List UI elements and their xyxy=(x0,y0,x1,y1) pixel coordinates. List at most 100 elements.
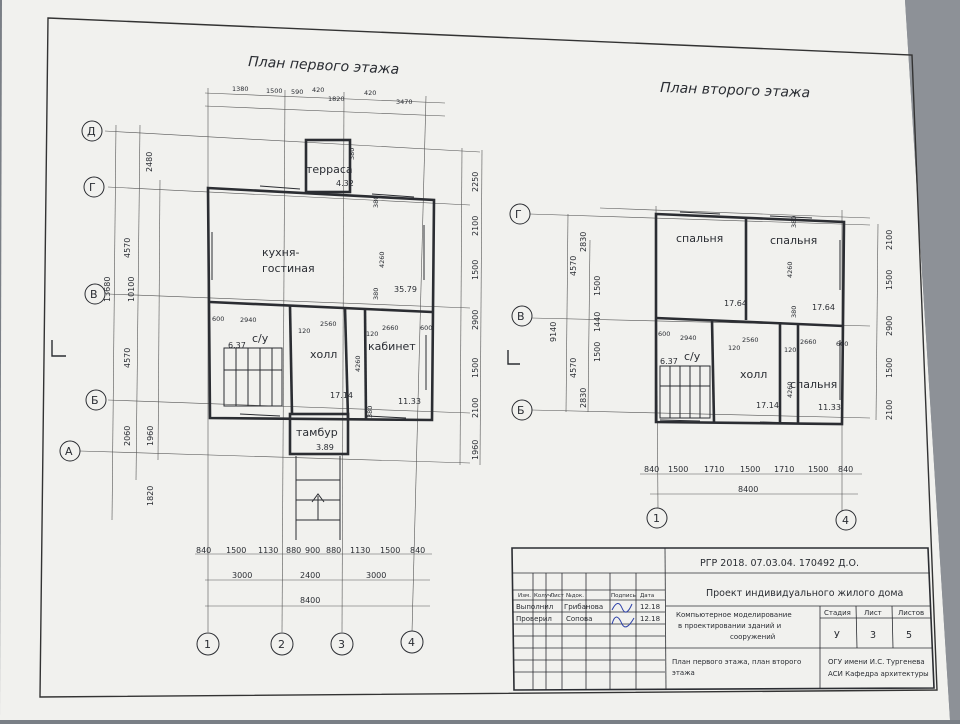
stamp-subject-1: Компьютерное моделирование xyxy=(676,611,792,619)
dim-right: 1500 xyxy=(471,260,480,280)
dim-inner-2: 120 xyxy=(784,346,796,354)
dim-inner: 2940 xyxy=(240,316,257,324)
stamp-sheet-title-1: План первого этажа, план второго xyxy=(672,658,801,666)
room-bedroom-1-area: 17.64 xyxy=(724,299,747,308)
room-kitchen-label-2: гостиная xyxy=(262,262,315,275)
room-bath-label: с/у xyxy=(252,332,269,345)
dim-bottom-2f: 1500 xyxy=(808,465,828,474)
dim-bottom-2f: 840 xyxy=(838,465,853,474)
dim-left-2: 4570 xyxy=(569,256,578,276)
room-terrace-area: 4.32 xyxy=(336,179,354,188)
signature-1 xyxy=(611,603,633,613)
dim-left-outer-2: 9140 xyxy=(549,322,558,342)
dim-right: 2250 xyxy=(471,172,480,192)
dim-inner-2: 2940 xyxy=(680,334,697,342)
room-hall-label-2: холл xyxy=(740,368,767,381)
dim-inner: 380 xyxy=(348,148,356,160)
dim-inner-2: 4260 xyxy=(786,381,794,398)
dim-inner-2: 380 xyxy=(790,216,798,228)
dim-inner: 600 xyxy=(420,324,432,332)
dim-inner: 120 xyxy=(366,330,378,338)
dim-bottom: 880 xyxy=(326,546,341,555)
stamp-code: РГР 2018. 07.03.04. 170492 Д.О. xyxy=(700,558,859,569)
drawing-frame xyxy=(39,17,938,698)
dim-bottom-2f: 1500 xyxy=(740,465,760,474)
stamp-role-1: Выполнил xyxy=(516,603,553,611)
dim-inner: 380 xyxy=(372,196,380,208)
room-cabinet-area: 11.33 xyxy=(398,397,421,406)
dim-inner: 2560 xyxy=(320,320,337,328)
dim-top: 590 xyxy=(291,88,303,96)
stamp-header: Изм. xyxy=(518,593,531,599)
dim-left: 2060 xyxy=(123,426,132,446)
dim-left-2: 2830 xyxy=(579,232,588,252)
plan1-title: План первого этажа xyxy=(248,54,400,78)
room-hall-area: 17.14 xyxy=(330,391,353,400)
dim-inner: 600 xyxy=(212,315,224,323)
axis-col-label-2: 4 xyxy=(842,514,849,527)
dim-bottom: 1130 xyxy=(258,546,278,555)
stamp-name-2: Сопова xyxy=(566,615,592,623)
stamp-role-2: Проверил xyxy=(516,615,552,623)
dim-top: 420 xyxy=(312,86,324,94)
stamp-sheets-label: Листов xyxy=(898,609,924,617)
dim-top: 1380 xyxy=(232,85,249,93)
dim-inner-2: 2560 xyxy=(742,336,759,344)
dim-inner-2: 600 xyxy=(658,330,670,338)
room-bath-area: 6.37 xyxy=(228,341,246,350)
plan2-title: План второго этажа xyxy=(660,80,811,101)
dim-bottom-total-2: 8400 xyxy=(738,485,758,494)
room-kitchen-label-1: кухня- xyxy=(262,246,299,259)
dim-right-2: 2100 xyxy=(885,230,894,250)
room-tambur-label: тамбур xyxy=(296,426,338,439)
dim-inner: 4260 xyxy=(378,251,386,268)
axis-row-label-2: Б xyxy=(517,404,525,417)
dim-inner: 380 xyxy=(366,406,374,418)
dim-left: 2480 xyxy=(145,152,154,172)
dim-bottom-2: 3000 xyxy=(232,571,252,580)
dim-bottom-2f: 1710 xyxy=(704,465,724,474)
stamp-subject-3: сооружений xyxy=(730,633,775,641)
stamp-sheet-label: Лист xyxy=(864,609,882,617)
dim-right-2: 1500 xyxy=(885,270,894,290)
dim-top: 1820 xyxy=(328,95,345,103)
axis-col-label: 2 xyxy=(278,638,285,651)
dim-left: 1820 xyxy=(146,486,155,506)
dim-right: 2900 xyxy=(471,310,480,330)
stamp-org-1: ОГУ имени И.С. Тургенева xyxy=(828,658,925,666)
dim-inner: 2660 xyxy=(382,324,399,332)
dim-top: 3470 xyxy=(396,98,413,106)
section-marker xyxy=(51,340,66,357)
room-hall-label: холл xyxy=(310,348,337,361)
stamp-header: Дата xyxy=(640,593,654,599)
section-marker-2 xyxy=(507,350,520,365)
dim-top: 1500 xyxy=(266,87,283,95)
axis-col-label: 4 xyxy=(408,636,415,649)
axis-col-label: 1 xyxy=(204,638,211,651)
dim-bottom: 840 xyxy=(410,546,425,555)
stamp-header: Лист xyxy=(550,593,565,599)
stamp-date-1: 12.18 xyxy=(640,603,660,611)
axis-row-label: Д xyxy=(87,125,96,138)
room-bath-label-2: с/у xyxy=(684,350,701,363)
dim-inner-2: 600 xyxy=(836,340,848,348)
room-bedroom-2-label: спальня xyxy=(770,234,817,247)
stamp-project: Проект индивидуального жилого дома xyxy=(706,588,903,599)
stamp-stage-label: Стадия xyxy=(824,609,851,617)
dim-bottom-2f: 1500 xyxy=(668,465,688,474)
stamp-date-2: 12.18 xyxy=(640,615,660,623)
dim-bottom: 900 xyxy=(305,546,320,555)
dim-left: 1960 xyxy=(146,426,155,446)
axis-row-label-2: В xyxy=(517,310,525,323)
axis-row-label: Б xyxy=(91,394,99,407)
dim-bottom: 1500 xyxy=(380,546,400,555)
dim-right: 1960 xyxy=(471,440,480,460)
dim-right: 2100 xyxy=(471,398,480,418)
dim-bottom: 840 xyxy=(196,546,211,555)
stamp-org-2: АСИ Кафедра архитектуры xyxy=(828,670,929,678)
dim-bottom-2: 3000 xyxy=(366,571,386,580)
dim-inner: 4260 xyxy=(354,355,362,372)
stamp-header: Колуч. xyxy=(534,593,553,599)
